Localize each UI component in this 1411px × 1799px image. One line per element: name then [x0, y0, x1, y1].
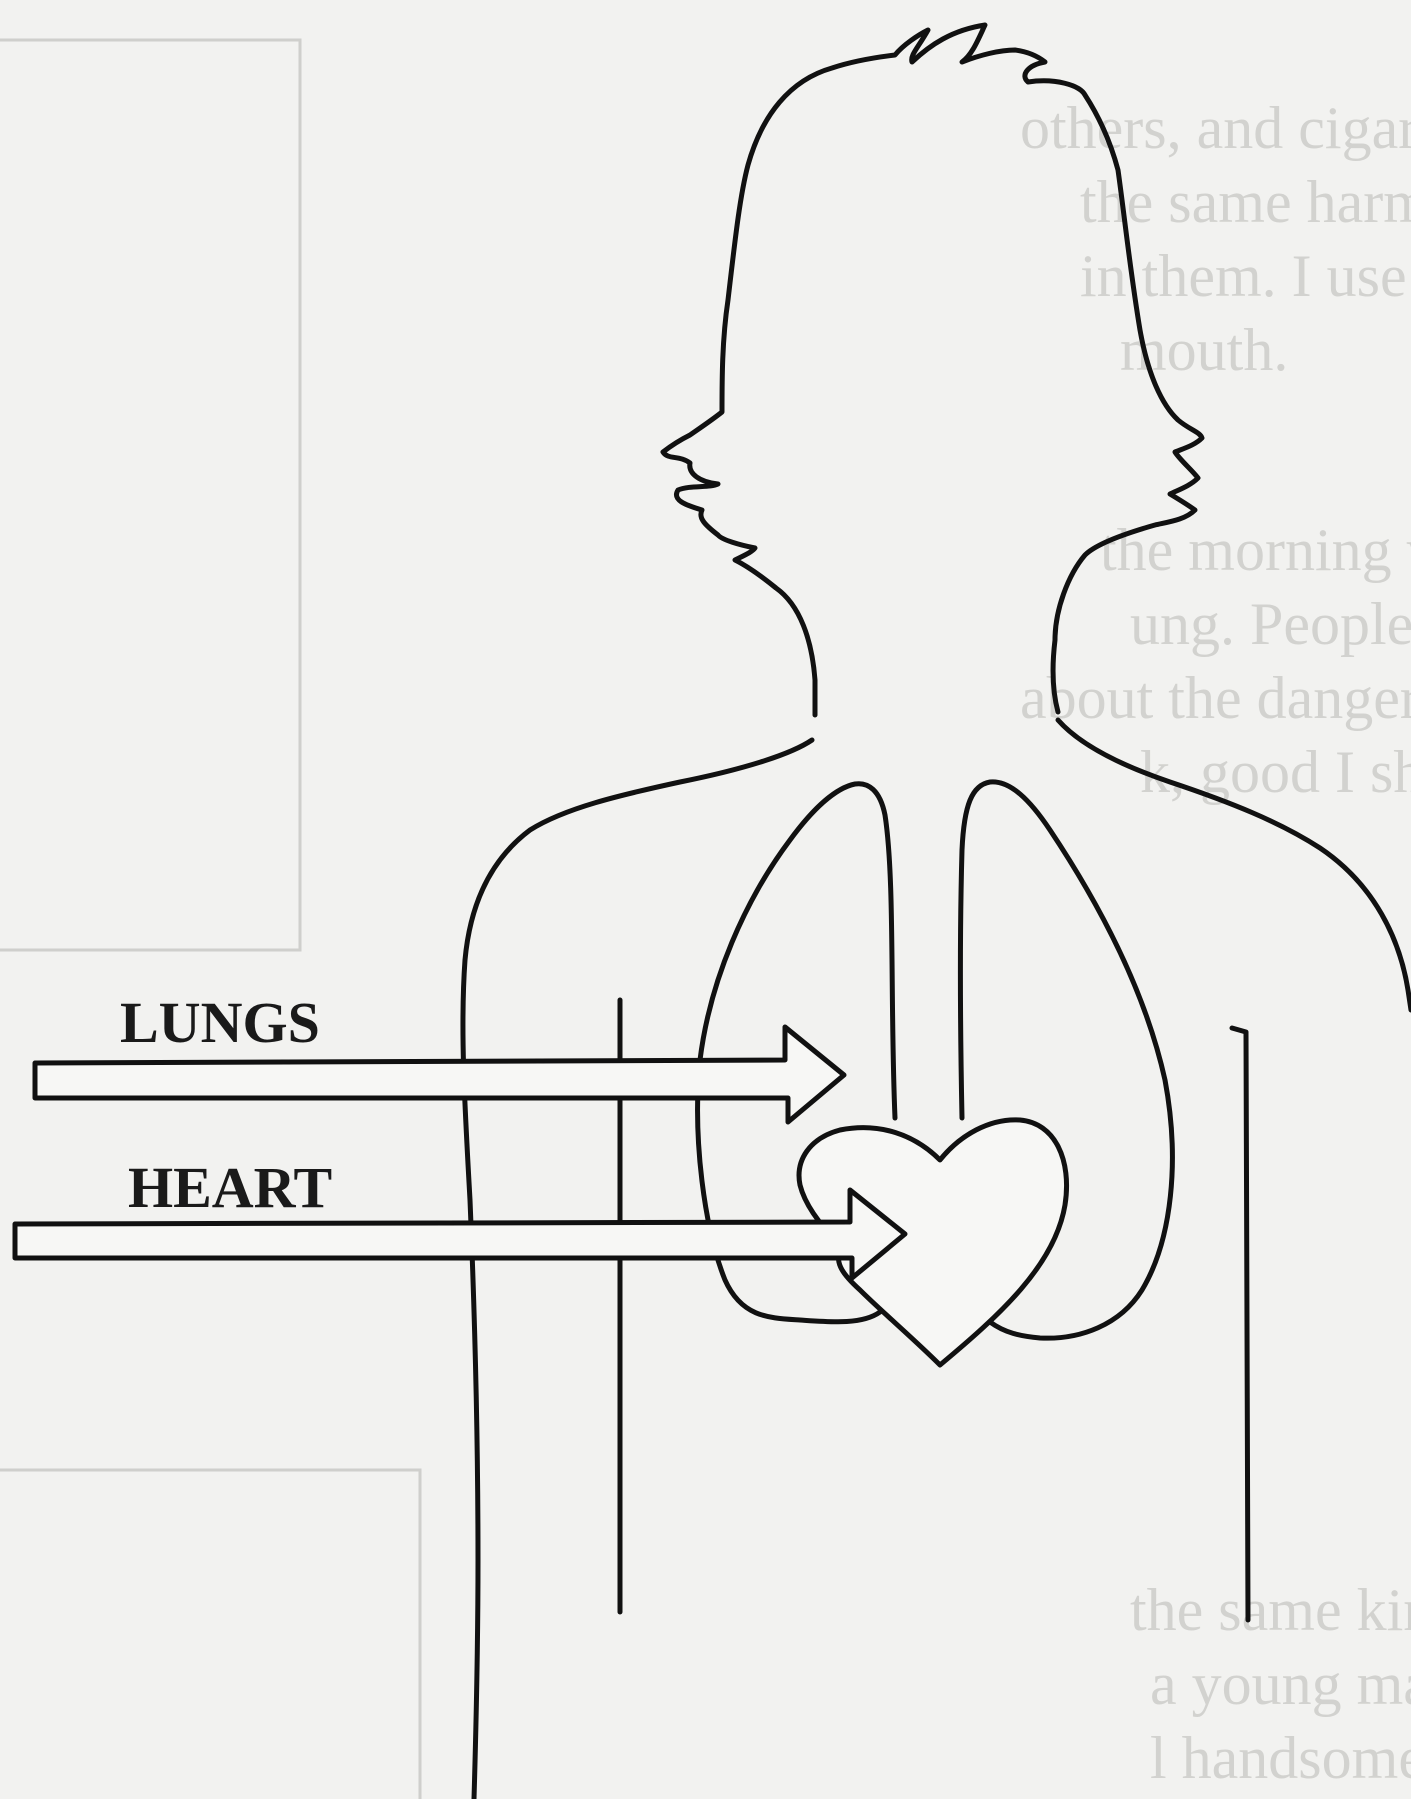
ghost-line: ung. People from lung: [1130, 591, 1411, 657]
ghost-line: k, good I should try.: [1140, 739, 1411, 805]
ghost-line: others, and cigarettes have: [1020, 95, 1411, 161]
ghost-line: the same harmful: [1080, 169, 1411, 235]
heart-label: HEART: [128, 1155, 332, 1220]
ghost-line: the same kind of the: [1130, 1577, 1411, 1643]
ghost-line: about the dangers of the cells: [1020, 665, 1411, 731]
left-torso-outline: [463, 740, 812, 1799]
bleed-through: others, and cigarettes have the same har…: [0, 40, 1411, 1799]
ghost-line: a young man who: [1150, 1651, 1411, 1717]
ghost-line: l handsome, my day for: [1150, 1725, 1411, 1791]
lungs-label: LUNGS: [120, 990, 320, 1055]
right-guide-line: [1232, 1028, 1248, 1620]
